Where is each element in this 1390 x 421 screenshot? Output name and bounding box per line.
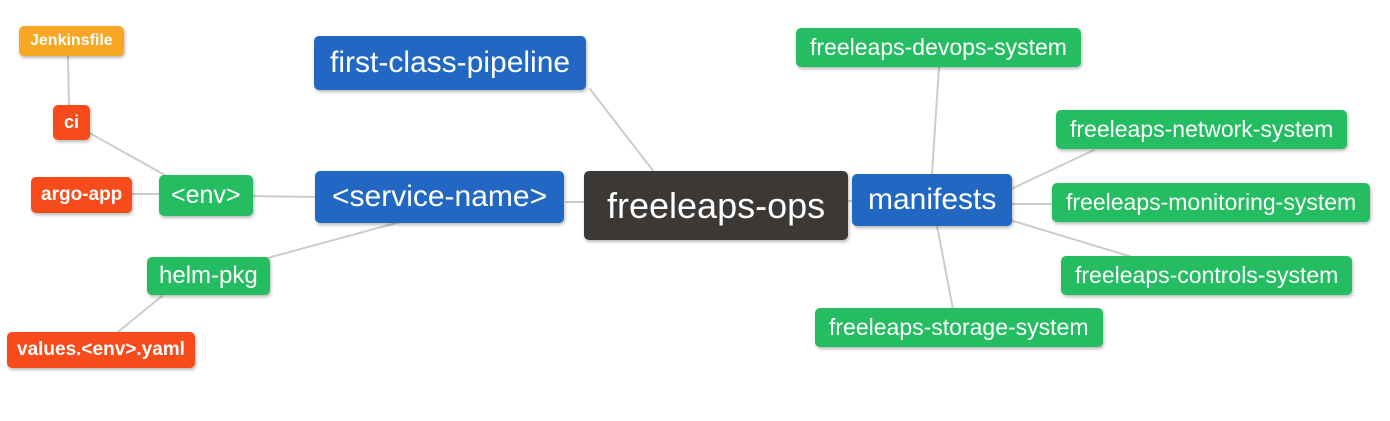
- node-jenkinsfile[interactable]: Jenkinsfile: [19, 26, 124, 56]
- node-freeleaps-controls-system[interactable]: freeleaps-controls-system: [1061, 256, 1353, 295]
- edge-manifests-to-freeleaps-devops-system: [931, 66, 940, 175]
- edge-first-class-pipeline-to-freeleaps-ops: [589, 88, 655, 173]
- node-argo-app[interactable]: argo-app: [31, 177, 133, 213]
- node-freeleaps-ops[interactable]: freeleaps-ops: [584, 171, 849, 240]
- edge-manifests-to-freeleaps-controls-system: [1009, 219, 1133, 258]
- node-freeleaps-monitoring-system[interactable]: freeleaps-monitoring-system: [1052, 183, 1371, 222]
- node-values-env-yaml[interactable]: values.<env>.yaml: [7, 332, 195, 368]
- edge-helm-pkg-to-service-name: [263, 221, 401, 260]
- edge-manifests-to-freeleaps-network-system: [1008, 149, 1095, 191]
- node-first-class-pipeline[interactable]: first-class-pipeline: [314, 36, 587, 90]
- edge-manifests-to-freeleaps-storage-system: [936, 225, 954, 310]
- node-ci[interactable]: ci: [53, 105, 91, 140]
- edge-ci-to-env: [83, 129, 173, 180]
- edge-values-env-yaml-to-helm-pkg: [117, 295, 163, 333]
- node-freeleaps-network-system[interactable]: freeleaps-network-system: [1056, 110, 1348, 149]
- node-env[interactable]: <env>: [159, 175, 253, 217]
- node-helm-pkg[interactable]: helm-pkg: [147, 257, 270, 295]
- node-service-name[interactable]: <service-name>: [315, 171, 565, 223]
- edge-env-to-service-name: [244, 195, 317, 198]
- node-freeleaps-devops-system[interactable]: freeleaps-devops-system: [796, 28, 1081, 67]
- node-freeleaps-storage-system[interactable]: freeleaps-storage-system: [815, 308, 1103, 347]
- edge-jenkinsfile-to-ci: [67, 55, 70, 107]
- node-manifests[interactable]: manifests: [852, 174, 1013, 226]
